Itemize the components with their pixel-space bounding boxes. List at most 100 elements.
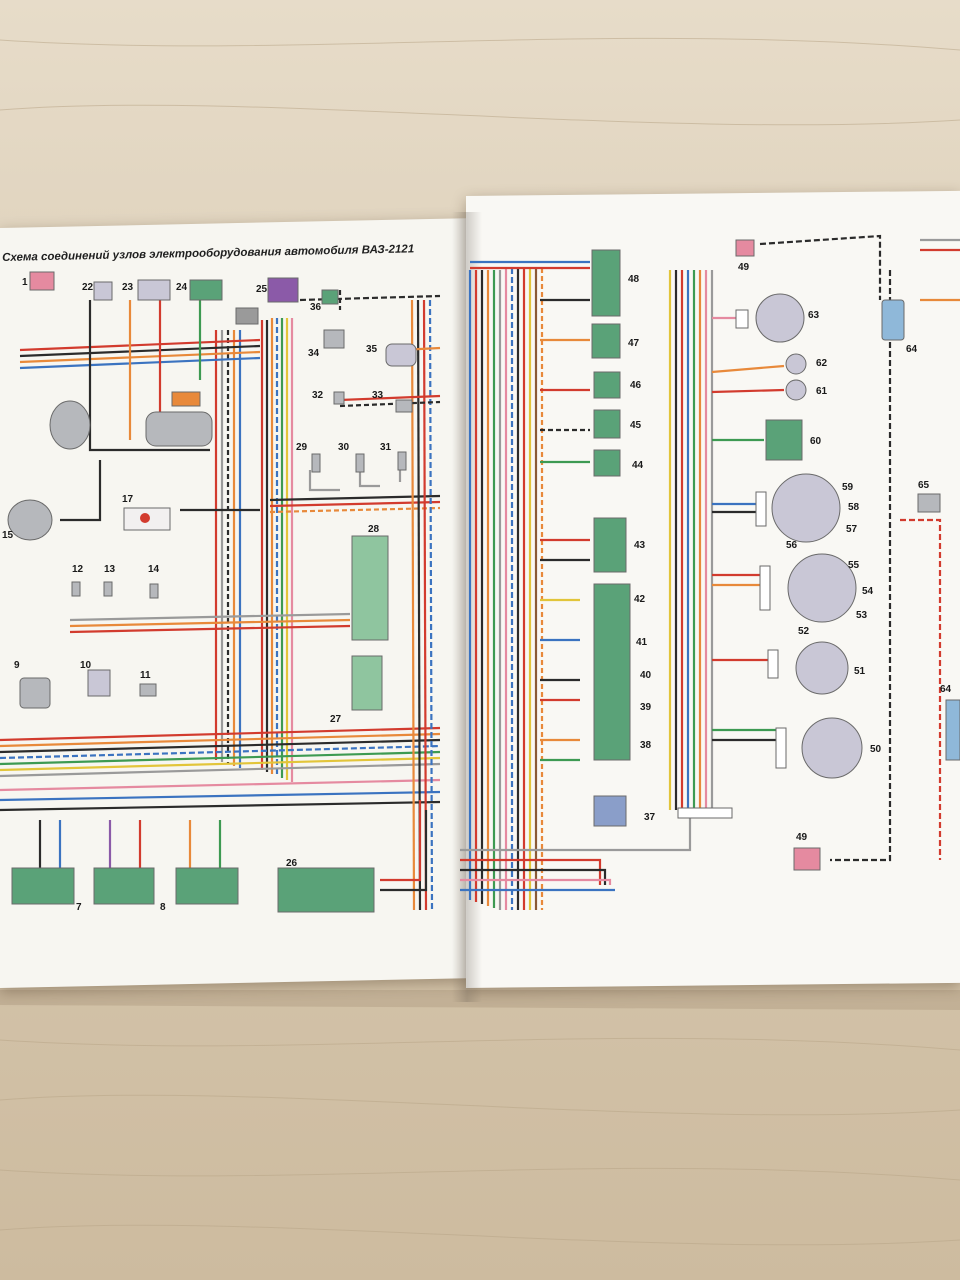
component-label-right-15: 51 (854, 666, 866, 677)
distributor-icon (7, 499, 53, 541)
component-label-left-25: 36 (310, 302, 322, 313)
component-label-right-27: 63 (808, 310, 820, 321)
connector-bottom (677, 807, 733, 819)
component-label-right-5: 42 (634, 594, 646, 605)
relay-46 (593, 371, 621, 399)
component-label-right-29: 64 (940, 684, 952, 695)
lamp-62 (785, 353, 807, 375)
component-label-right-9: 46 (630, 380, 642, 391)
component-label-right-26: 62 (816, 358, 828, 369)
right-components (591, 239, 960, 871)
component-23 (137, 279, 171, 301)
component-label-right-0: 37 (644, 812, 656, 823)
component-label-left-4: 10 (80, 660, 92, 671)
component-label-right-18: 54 (862, 586, 874, 597)
component-64 (881, 299, 905, 341)
component-label-right-1: 38 (640, 740, 652, 751)
relay-45 (593, 409, 621, 439)
component-label-left-2: 8 (160, 902, 166, 913)
component-10 (87, 669, 111, 697)
component-25b (235, 307, 259, 325)
component-14 (149, 583, 159, 599)
component-29 (311, 453, 321, 473)
component-37 (593, 795, 627, 827)
component-36 (321, 289, 339, 305)
component-label-left-22: 33 (372, 390, 384, 401)
lamp-63 (755, 293, 805, 343)
gauge-52 (787, 553, 857, 623)
component-label-right-25: 61 (816, 386, 828, 397)
component-49-bottom (793, 847, 821, 871)
relay-48 (591, 249, 621, 317)
relay-47 (591, 323, 621, 359)
generator-icon (49, 400, 91, 450)
gauge-51 (795, 641, 849, 695)
connector-51 (767, 649, 779, 679)
component-label-left-6: 12 (72, 564, 84, 575)
relay-26 (277, 867, 375, 913)
component-25 (267, 277, 299, 303)
fuse-block-27 (351, 655, 383, 711)
component-9 (19, 677, 51, 709)
component-label-right-28: 64 (906, 344, 918, 355)
left-components (7, 271, 417, 913)
component-1 (29, 271, 55, 291)
component-label-left-8: 14 (148, 564, 160, 575)
component-label-right-19: 55 (848, 560, 860, 571)
component-label-left-13: 24 (176, 282, 188, 293)
starter-icon (145, 411, 213, 447)
right-wire-harness (460, 234, 960, 910)
component-label-right-11: 48 (628, 274, 640, 285)
component-label-left-1: 7 (76, 902, 82, 913)
component-label-left-0: 1 (22, 277, 28, 288)
component-label-left-14: 25 (256, 284, 268, 295)
component-label-left-12: 23 (122, 282, 134, 293)
component-label-right-22: 58 (848, 502, 860, 513)
component-64-edge (945, 699, 960, 761)
component-11 (139, 683, 157, 697)
component-label-left-21: 32 (312, 390, 324, 401)
component-label-left-7: 13 (104, 564, 116, 575)
component-label-right-23: 59 (842, 482, 854, 493)
relay-43 (593, 517, 627, 573)
component-label-left-19: 30 (338, 442, 350, 453)
component-label-right-10: 47 (628, 338, 640, 349)
connector-52 (759, 565, 771, 611)
component-60 (765, 419, 803, 461)
gauge-50 (801, 717, 863, 779)
component-label-left-11: 22 (82, 282, 94, 293)
component-label-right-13: 49 (796, 832, 808, 843)
component-65 (917, 493, 941, 513)
component-label-right-30: 65 (918, 480, 930, 491)
gauge-56 (771, 473, 841, 543)
component-label-right-7: 44 (632, 460, 644, 471)
relay-8 (175, 867, 239, 905)
component-label-left-20: 31 (380, 442, 392, 453)
component-label-left-5: 11 (140, 670, 151, 681)
component-35 (385, 343, 417, 367)
component-label-right-16: 52 (798, 626, 810, 637)
component-12 (71, 581, 81, 597)
component-label-right-6: 43 (634, 540, 646, 551)
component-label-right-24: 60 (810, 436, 822, 447)
relay-7b (93, 867, 155, 905)
component-label-left-24: 35 (366, 344, 378, 355)
component-34 (323, 329, 345, 349)
component-label-left-23: 34 (308, 348, 320, 359)
left-wire-harness (0, 290, 441, 911)
relay-7a (11, 867, 75, 905)
component-31 (397, 451, 407, 471)
component-13 (103, 581, 113, 597)
starter-relay (171, 391, 201, 407)
component-label-right-4: 41 (636, 637, 648, 648)
component-49-top (735, 239, 755, 257)
component-30 (355, 453, 365, 473)
component-label-left-9: 15 (2, 530, 14, 541)
component-22 (93, 281, 113, 301)
relay-block-38-42 (593, 583, 631, 761)
component-label-right-12: 49 (738, 262, 750, 273)
component-label-left-10: 17 (122, 494, 134, 505)
component-32 (333, 391, 345, 405)
